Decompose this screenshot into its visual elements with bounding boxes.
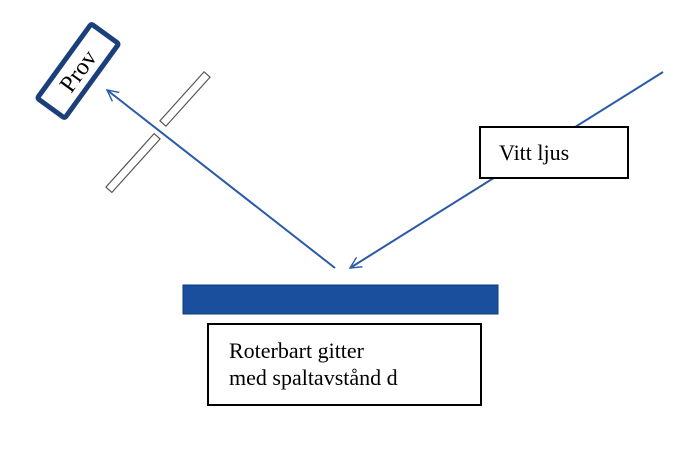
- slit-plate-upper: [159, 70, 211, 128]
- slit-plate-lower: [105, 132, 161, 194]
- white-light-label: Vitt ljus: [499, 140, 570, 165]
- diffraction-grating: [182, 284, 499, 315]
- diffracted-light-ray: [107, 90, 336, 269]
- sample-box: Prov: [35, 22, 121, 120]
- grating-label-line1: Roterbart gitter: [229, 338, 365, 363]
- white-light-label-box: Vitt ljus: [479, 126, 629, 179]
- grating-label-line2: med spaltavstånd d: [229, 365, 398, 390]
- grating-label-box: Roterbart gitter med spaltavstånd d: [207, 323, 482, 406]
